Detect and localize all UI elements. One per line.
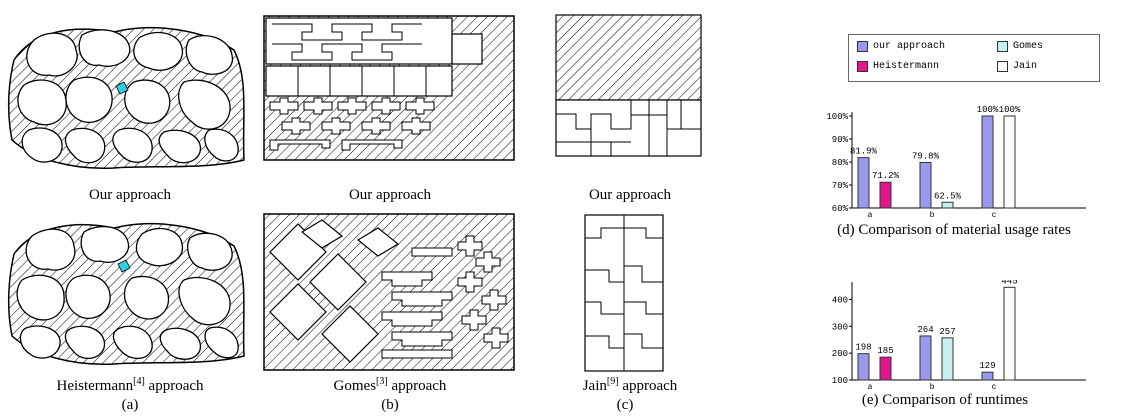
caption-a-bottom-name: Heistermann bbox=[56, 378, 134, 394]
chart-d-bar-c-our-approach bbox=[981, 115, 994, 209]
chart-e-category-label: b bbox=[930, 383, 935, 392]
chart-d-title: (d) Comparison of material usage rates bbox=[837, 222, 1071, 238]
caption-b-bottom: Gomes[3] approach bbox=[270, 376, 510, 395]
chart-e-title: (e) Comparison of runtimes bbox=[861, 392, 1029, 408]
legend-item-gomes: Gomes bbox=[997, 41, 1043, 52]
caption-a-bottom-ref: [4] bbox=[133, 376, 145, 387]
chart-d-y-tick-label: 80% bbox=[832, 158, 849, 168]
legend-label-our-approach: our approach bbox=[873, 41, 946, 52]
caption-c-bottom-ref: [9] bbox=[606, 376, 619, 387]
legend-label-gomes: Gomes bbox=[1013, 41, 1044, 52]
caption-c-label: (c) bbox=[616, 397, 634, 413]
legend-item-our-approach: our approach bbox=[857, 41, 945, 52]
chart-d-y-tick-label: 60% bbox=[832, 204, 849, 214]
chart-e-bar-c-jain bbox=[1003, 286, 1016, 381]
legend-swatch-gomes bbox=[997, 41, 1008, 52]
chart-d-category-label: c bbox=[992, 211, 997, 220]
caption-b-label: (b) bbox=[381, 397, 399, 413]
chart-d-bar-b-our-approach bbox=[919, 161, 932, 209]
legend-item-jain: Jain bbox=[997, 61, 1037, 72]
caption-c-bottom-suffix: approach bbox=[618, 378, 678, 394]
chart-d-data-label: 100% bbox=[999, 105, 1021, 115]
chart-d-bar-a-our-approach bbox=[857, 157, 870, 209]
legend-label-jain: Jain bbox=[1013, 61, 1038, 72]
chart-e-data-label: 129 bbox=[979, 361, 995, 371]
chart-e-data-label: 257 bbox=[939, 327, 955, 337]
caption-b-bottom-name: Gomes bbox=[333, 378, 377, 394]
chart-d-data-label: 81.9% bbox=[850, 147, 878, 157]
chart-d-y-tick-label: 70% bbox=[832, 181, 849, 191]
caption-a-label: (a) bbox=[121, 397, 139, 413]
caption-c-bottom-name: Jain bbox=[582, 378, 607, 394]
caption-c-top: Our approach bbox=[588, 187, 672, 203]
chart-d-category-label: b bbox=[930, 211, 935, 220]
chart-e-data-label: 445 bbox=[1001, 280, 1017, 286]
chart-e-data-label: 198 bbox=[855, 343, 871, 353]
caption-b-bottom-ref: [3] bbox=[376, 376, 388, 387]
legend-swatch-our-approach bbox=[857, 41, 868, 52]
legend-item-heistermann: Heistermann bbox=[857, 61, 939, 72]
caption-a-bottom-suffix: approach bbox=[144, 378, 204, 394]
chart-d-y-tick-label: 100% bbox=[826, 112, 848, 122]
panel-c-our-layout bbox=[555, 14, 702, 157]
panel-b-our-layout bbox=[263, 15, 515, 161]
chart-d-data-label: 71.2% bbox=[872, 171, 900, 181]
chart-d-data-label: 79.8% bbox=[912, 151, 940, 161]
chart-d-category-label: a bbox=[868, 211, 873, 220]
chart-d-data-label: 100% bbox=[977, 105, 999, 115]
chart-d-bar-c-jain bbox=[1003, 115, 1016, 209]
caption-c-bottom: Jain[9] approach bbox=[530, 376, 730, 395]
caption-a-bottom: Heistermann[4] approach bbox=[0, 376, 260, 395]
chart-e-bar-b-our-approach bbox=[919, 335, 932, 381]
chart-material-usage: 60% 70% 80% 90% 100% 81.9% 71.2% a 79.8% 62.5% b 10… bbox=[826, 105, 1086, 220]
chart-e-bar-b-gomes bbox=[941, 337, 954, 381]
chart-d-data-label: 62.5% bbox=[934, 191, 962, 201]
chart-e-bar-a-heistermann bbox=[879, 356, 892, 381]
caption-b-bottom-suffix: approach bbox=[387, 378, 447, 394]
panel-a-our-layout bbox=[7, 27, 245, 169]
chart-e-category-label: c bbox=[992, 383, 997, 392]
chart-d-bar-a-heistermann bbox=[879, 181, 892, 209]
chart-d-y-tick-label: 90% bbox=[832, 135, 849, 145]
chart-e-data-label: 185 bbox=[877, 346, 893, 356]
legend-swatch-jain bbox=[997, 61, 1008, 72]
chart-e-bar-c-our-approach bbox=[981, 371, 994, 381]
chart-e-y-tick-label: 200 bbox=[832, 349, 848, 359]
panel-a-heistermann-layout bbox=[7, 223, 245, 365]
chart-d-bar-b-gomes bbox=[941, 201, 954, 209]
caption-b-top: Our approach bbox=[348, 187, 432, 203]
chart-e-bar-a-our-approach bbox=[857, 353, 870, 381]
panel-b-gomes-layout bbox=[263, 213, 515, 371]
chart-e-category-label: a bbox=[868, 383, 873, 392]
chart-e-data-label: 264 bbox=[917, 325, 933, 335]
chart-legend: our approach Gomes Heistermann Jain bbox=[848, 34, 1100, 82]
chart-e-y-tick-label: 100 bbox=[832, 376, 848, 386]
chart-e-y-tick-label: 300 bbox=[832, 322, 848, 332]
caption-a-top: Our approach bbox=[88, 187, 172, 203]
panel-c-jain-layout bbox=[584, 214, 664, 372]
legend-swatch-heistermann bbox=[857, 61, 868, 72]
chart-e-y-tick-label: 400 bbox=[832, 295, 848, 305]
chart-runtimes: 100 200 300 400 198 185 a 264 257 b 129 445 c bbox=[832, 280, 1086, 392]
legend-label-heistermann: Heistermann bbox=[873, 61, 940, 72]
